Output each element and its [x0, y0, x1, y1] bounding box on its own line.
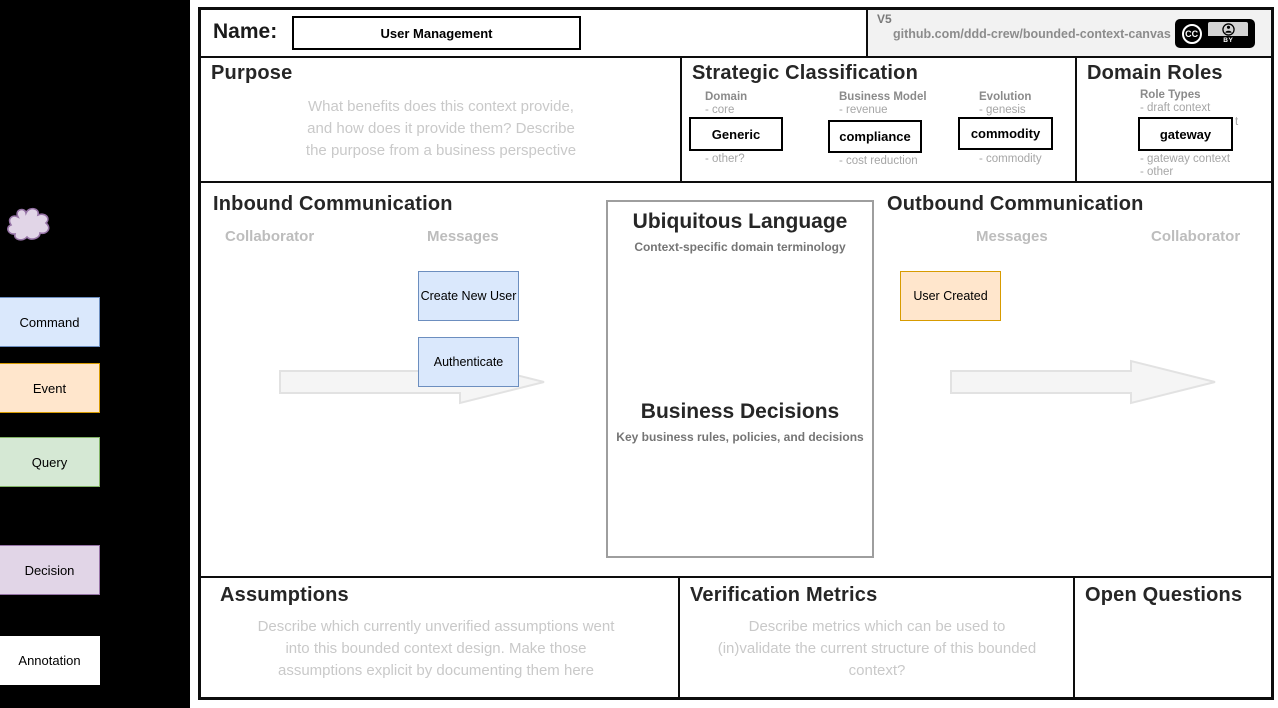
outbound-arrow-icon [950, 359, 1216, 405]
cloud-shape[interactable] [6, 206, 52, 242]
domain-column-header: Domain [705, 91, 748, 103]
canvas-repo-url: github.com/ddd-crew/bounded-context-canv… [893, 27, 1171, 41]
inbound-collaborator-header: Collaborator [225, 228, 315, 245]
inbound-messages-header: Messages [427, 228, 499, 245]
palette-item-event[interactable]: Event [0, 363, 100, 413]
business-model-option: - revenue [839, 104, 888, 116]
canvas-row-classification: Purpose What benefits does this context … [201, 58, 1271, 183]
palette-item-command[interactable]: Command [0, 297, 100, 347]
cc-icon: CC [1181, 23, 1202, 44]
purpose-title: Purpose [211, 62, 293, 84]
domain-roles-title: Domain Roles [1087, 62, 1223, 84]
business-decisions-title: Business Decisions [640, 400, 840, 423]
purpose-placeholder-line: the purpose from a business perspective [305, 142, 577, 159]
role-option-fragment: t [1235, 116, 1239, 128]
assumptions-title: Assumptions [220, 584, 349, 606]
strategic-classification-section: Strategic Classification Domain - core G… [680, 58, 1075, 183]
name-section: Name: User Management [201, 10, 866, 56]
ubiquitous-language-subtitle: Context-specific domain terminology [634, 240, 846, 254]
open-questions-section: Open Questions [1073, 578, 1271, 697]
business-model-option: - cost reduction [839, 155, 918, 167]
role-choice-box[interactable]: gateway [1138, 117, 1233, 151]
ubiquitous-language-box: Ubiquitous Language Context-specific dom… [606, 200, 874, 558]
assumptions-section: Assumptions Describe which currently unv… [201, 578, 678, 697]
domain-option: - core [705, 104, 735, 116]
purpose-placeholder-line: What benefits does this context provide, [308, 98, 574, 115]
verification-placeholder-line: Describe metrics which can be used to [748, 618, 1006, 635]
assumptions-placeholder-line: assumptions explicit by documenting them… [278, 662, 594, 679]
inbound-message-command[interactable]: Create New User [418, 271, 519, 321]
role-option: - other [1140, 166, 1174, 178]
verification-placeholder-line: context? [848, 662, 906, 679]
message-label: Authenticate [433, 355, 504, 369]
palette-item-label: Query [31, 454, 68, 470]
cc-person-icon [1208, 22, 1249, 36]
palette-item-label: Command [19, 314, 80, 330]
assumptions-placeholder: Describe which currently unverified assu… [226, 616, 646, 682]
evolution-choice-label: commodity [970, 126, 1041, 141]
shape-palette: Command Event Query Decision Annotation [0, 0, 190, 708]
strategic-title: Strategic Classification [692, 62, 918, 84]
outbound-collaborator-header: Collaborator [1151, 228, 1241, 245]
domain-choice-label: Generic [711, 126, 761, 142]
purpose-section: Purpose What benefits does this context … [201, 58, 680, 183]
palette-item-annotation[interactable]: Annotation [0, 636, 100, 685]
outbound-messages-header: Messages [976, 228, 1048, 245]
evolution-column-header: Evolution [979, 91, 1032, 103]
cc-by-block: BY [1208, 22, 1249, 45]
role-choice-label: gateway [1159, 126, 1212, 142]
evolution-option: - commodity [979, 153, 1042, 165]
message-label: Create New User [420, 289, 517, 303]
palette-item-decision[interactable]: Decision [0, 545, 100, 595]
verification-placeholder: Describe metrics which can be used to (i… [693, 616, 1061, 682]
evolution-option: - genesis [979, 104, 1026, 116]
business-model-column-header: Business Model [839, 91, 927, 103]
outbound-message-event[interactable]: User Created [900, 271, 1001, 321]
domain-option: - other? [705, 153, 745, 165]
purpose-placeholder-line: and how does it provide them? Describe [307, 120, 575, 137]
role-option: - draft context [1140, 102, 1211, 114]
verification-metrics-section: Verification Metrics Describe metrics wh… [678, 578, 1073, 697]
message-label: User Created [913, 289, 988, 303]
role-option: - gateway context [1140, 153, 1231, 165]
name-label: Name: [213, 20, 278, 43]
role-types-header: Role Types [1140, 89, 1201, 101]
assumptions-placeholder-line: into this bounded context design. Make t… [285, 640, 587, 657]
business-model-choice-label: compliance [839, 129, 911, 144]
business-model-choice-box[interactable]: compliance [828, 120, 922, 153]
canvas-version: V5 [877, 12, 892, 26]
inbound-message-command[interactable]: Authenticate [418, 337, 519, 387]
verification-metrics-title: Verification Metrics [690, 584, 878, 606]
canvas-meta-section: V5 github.com/ddd-crew/bounded-context-c… [866, 10, 1271, 56]
palette-item-query[interactable]: Query [0, 437, 100, 487]
palette-item-label: Decision [24, 562, 75, 578]
canvas-header-row: Name: User Management V5 github.com/ddd-… [201, 10, 1271, 58]
bounded-context-canvas: Name: User Management V5 github.com/ddd-… [198, 7, 1274, 700]
outbound-title: Outbound Communication [887, 193, 1144, 215]
inbound-title: Inbound Communication [213, 193, 453, 215]
domain-choice-box[interactable]: Generic [689, 117, 783, 151]
ubiquitous-language-title: Ubiquitous Language [632, 210, 848, 233]
canvas-row-bottom: Assumptions Describe which currently unv… [201, 578, 1271, 697]
cloud-icon [6, 207, 50, 241]
palette-item-label: Event [32, 380, 67, 396]
context-name-value: User Management [380, 25, 493, 41]
evolution-choice-box[interactable]: commodity [958, 117, 1053, 150]
cc-by-label: BY [1208, 36, 1249, 45]
palette-item-label: Annotation [18, 653, 81, 668]
canvas-row-communication: Inbound Communication Collaborator Messa… [201, 183, 1271, 578]
cc-by-license-badge: CC BY [1175, 19, 1255, 48]
business-decisions-subtitle: Key business rules, policies, and decisi… [616, 430, 864, 444]
assumptions-placeholder-line: Describe which currently unverified assu… [257, 618, 615, 635]
open-questions-title: Open Questions [1085, 584, 1243, 606]
purpose-placeholder: What benefits does this context provide,… [271, 96, 611, 162]
verification-placeholder-line: (in)validate the current structure of th… [717, 640, 1037, 657]
context-name-box[interactable]: User Management [292, 16, 581, 50]
domain-roles-section: Domain Roles Role Types - draft context … [1075, 58, 1271, 183]
